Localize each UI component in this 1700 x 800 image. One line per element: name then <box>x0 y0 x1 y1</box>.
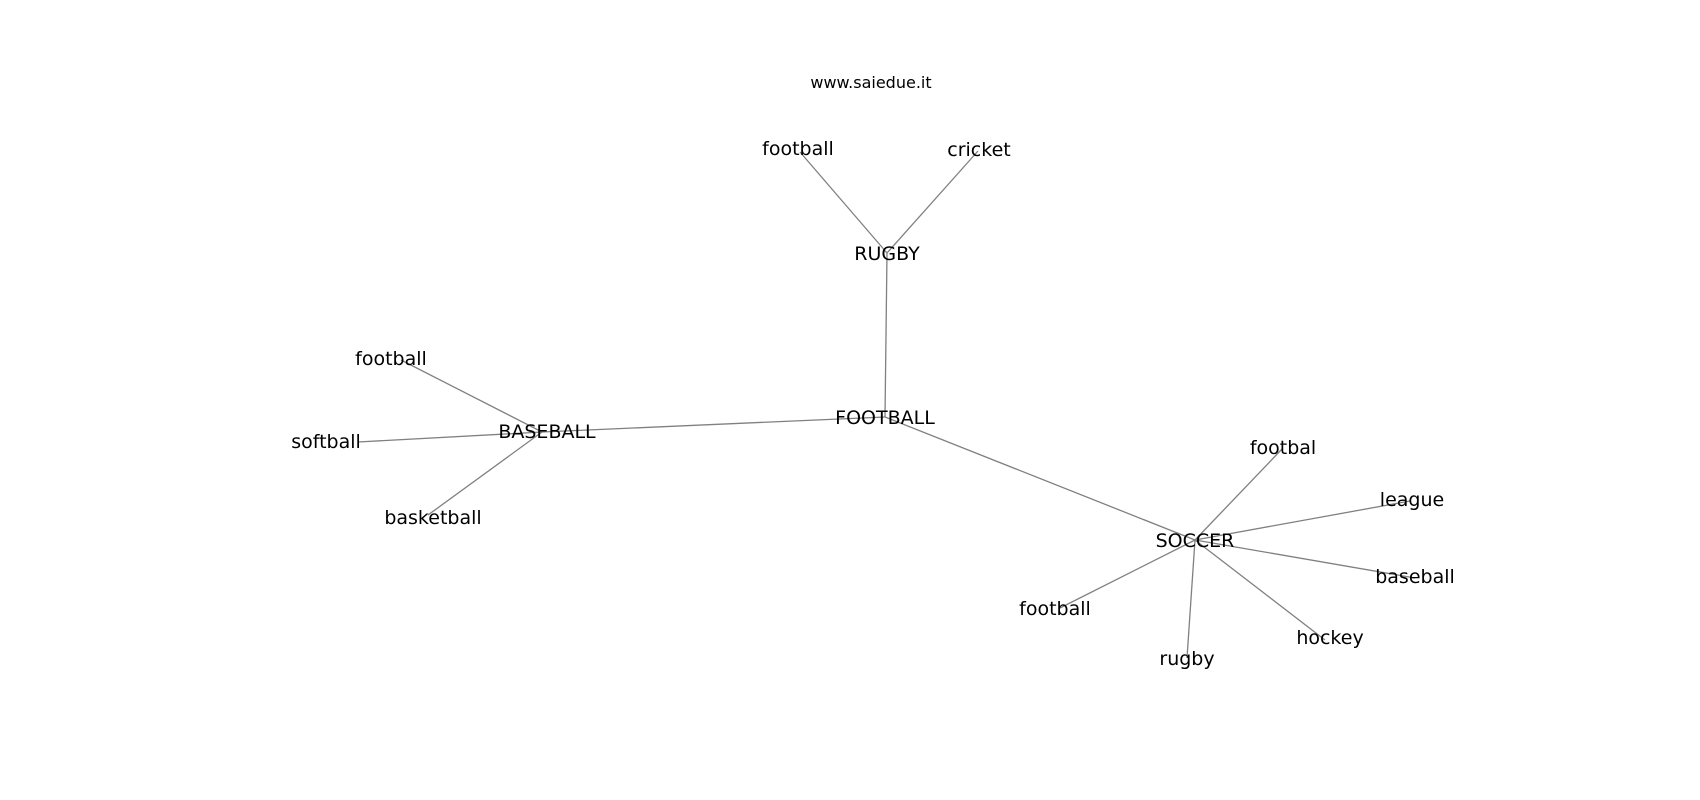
edge-soccer-soccer_footbal <box>1194 448 1283 541</box>
edge-football_center-rugby <box>884 252 888 418</box>
node-label-rugby: RUGBY <box>854 243 920 265</box>
watermark-text: www.saiedue.it <box>810 73 931 92</box>
edge-baseball-baseball_softball <box>357 431 543 443</box>
node-label-soccer-hockey: hockey <box>1296 627 1363 649</box>
edge-baseball-baseball_basketball <box>427 431 543 516</box>
edge-football_center-baseball <box>541 416 886 433</box>
node-label-baseball-football: football <box>355 348 427 370</box>
node-label-soccer-baseball: baseball <box>1375 566 1455 588</box>
node-label-soccer-league: league <box>1380 489 1444 511</box>
node-label-rugby-cricket: cricket <box>947 139 1010 161</box>
edge-rugby-rugby_cricket <box>886 150 979 254</box>
node-label-baseball-basketball: basketball <box>384 507 481 529</box>
node-label-soccer-rugby: rugby <box>1159 648 1214 670</box>
edge-rugby-rugby_football <box>799 151 888 254</box>
edge-soccer-soccer_rugby <box>1186 539 1196 659</box>
node-label-soccer-footbal: footbal <box>1250 437 1316 459</box>
node-label-baseball: BASEBALL <box>498 421 596 443</box>
edge-soccer-soccer_hockey <box>1194 539 1326 641</box>
edge-soccer-soccer_league <box>1194 500 1411 541</box>
edge-soccer-soccer_football <box>1059 539 1196 609</box>
edge-football_center-soccer <box>884 416 1196 541</box>
edge-soccer-soccer_baseball <box>1194 539 1416 579</box>
edge-baseball-baseball_football <box>400 359 543 433</box>
node-label-football-center: FOOTBALL <box>835 407 935 429</box>
node-label-rugby-football: football <box>762 138 834 160</box>
node-label-soccer-football: football <box>1019 598 1091 620</box>
node-label-baseball-softball: softball <box>291 431 361 453</box>
node-label-soccer: SOCCER <box>1156 530 1235 552</box>
edge-layer <box>357 150 1416 659</box>
